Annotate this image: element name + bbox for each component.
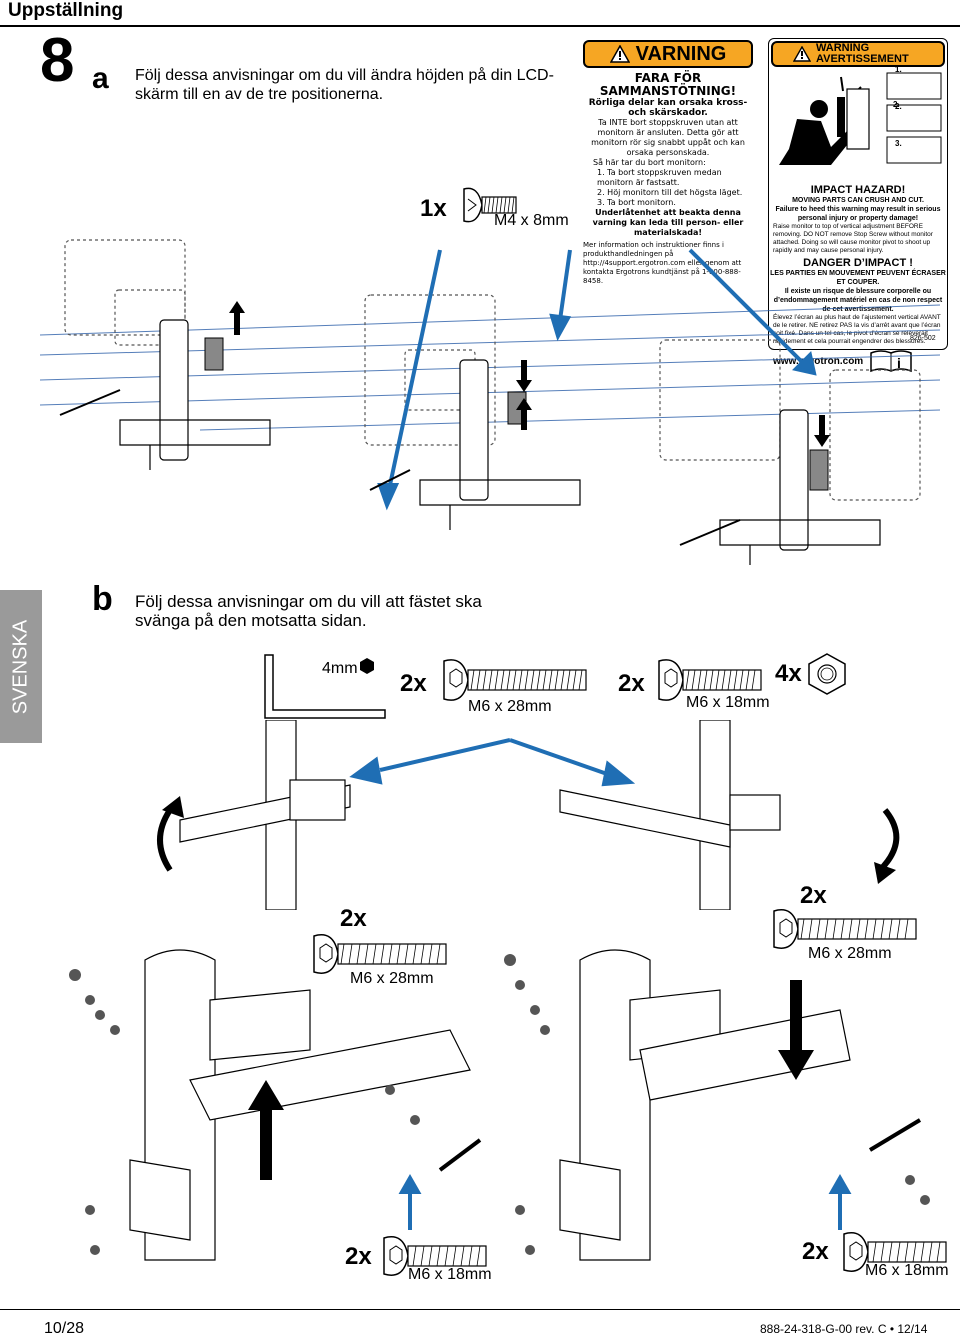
danger-sub: LES PARTIES EN MOUVEMENT PEUVENT ÉCRASER… (770, 270, 946, 286)
impact-title: IMPACT HAZARD! (810, 184, 906, 196)
left-bottom-qty: 2x (345, 1243, 372, 1270)
part-qty: 2x (400, 670, 427, 697)
warning-step: 3. Ta bort monitorn. (597, 198, 676, 207)
part-qty: 2x (618, 670, 645, 697)
warning-banner: VARNING (583, 40, 753, 68)
step-letter-a: a (92, 62, 109, 95)
m6x28-screw-left-icon (313, 934, 447, 974)
right-top-qty: 2x (800, 882, 827, 909)
label-code: 826-502 (910, 335, 936, 342)
impact-note: Failure to heed this warning may result … (775, 206, 941, 222)
step-number: 8 (40, 26, 75, 95)
m4-screw-icon (463, 187, 517, 223)
m6x18-screw-icon (658, 659, 762, 701)
warning-body: Ta INTE bort stoppskruven utan att monit… (591, 118, 745, 157)
step-letter-b: b (92, 580, 113, 618)
warning-label-fr: AVERTISSEMENT (816, 53, 909, 65)
screw-qty: 1x (420, 195, 447, 222)
label-step-3: 3. (895, 139, 902, 148)
warning-caution: Underlåtenhet att beakta denna varning k… (592, 208, 744, 237)
danger-text: Élevez l’écran au plus haut de l’ajustem… (773, 314, 941, 345)
warning-triangle-icon (609, 45, 630, 63)
part-label: M6 x 18mm (686, 694, 770, 711)
label-step-1: 1. (895, 65, 902, 74)
m6x28-screw-right-icon (773, 909, 917, 949)
warning-title: FARA FÖR SAMMANSTÖTNING! (599, 71, 737, 98)
warning-label-en: WARNING (816, 42, 870, 54)
swing-bracket-illustration (157, 720, 900, 910)
danger-note: Il existe un risque de blessure corporel… (773, 288, 943, 313)
left-top-qty: 2x (340, 905, 367, 932)
label-url: www.ergotron.com (773, 355, 864, 367)
warning-info: Mer information och instruktioner finns … (583, 241, 742, 285)
m6x18-screw-right-icon (843, 1232, 947, 1272)
impact-sub: MOVING PARTS CAN CRUSH AND CUT. (792, 197, 924, 204)
hex-key-size: 4mm (322, 660, 358, 677)
label-step-2: 2. (895, 102, 902, 111)
height-adjust-illustration (40, 239, 940, 565)
footer-rule (0, 1309, 960, 1310)
left-top-label: M6 x 28mm (350, 970, 434, 987)
svg-text:2.: 2. (893, 100, 900, 109)
hex-key-icon (264, 654, 386, 719)
warning-box-sv: VARNING FARA FÖR SAMMANSTÖTNING! Rörliga… (583, 40, 753, 285)
document-code: 888-24-318-G-00 rev. C • 12/14 (760, 1322, 928, 1336)
left-bottom-label: M6 x 18mm (408, 1266, 492, 1283)
screw-size-label: M4 x 8mm (494, 212, 569, 229)
part-qty: 4x (775, 660, 802, 687)
section-title: Uppställning (8, 0, 124, 21)
warning-triangle-icon (793, 46, 811, 62)
warning-step: 2. Höj monitorn till det högsta läget. (597, 188, 743, 197)
impact-hazard-pictogram: 2. (779, 72, 942, 165)
svg-text:i: i (897, 355, 901, 371)
m6x18-screw-left-icon (383, 1236, 487, 1276)
right-top-label: M6 x 28mm (808, 945, 892, 962)
m6x28-screw-icon (443, 659, 587, 701)
page-number: 10/28 (44, 1320, 85, 1337)
danger-title: DANGER D’IMPACT ! (803, 257, 913, 269)
right-bottom-qty: 2x (802, 1238, 829, 1265)
warning-heading: VARNING (635, 42, 727, 65)
warning-step: 1. Ta bort stoppskruven medan monitorn ä… (597, 168, 722, 187)
step-a-instruction: Följ dessa anvisningar om du vill ändra … (135, 67, 554, 103)
language-tab: SVENSKA (0, 590, 42, 743)
bracket-reassembly-illustration (69, 949, 930, 1261)
hex-nut-icon (808, 653, 846, 695)
impact-text: Raise monitor to top of vertical adjustm… (773, 223, 933, 254)
warning-subtitle: Rörliga delar kan orsaka kross- och skär… (588, 98, 748, 118)
right-bottom-label: M6 x 18mm (865, 1262, 949, 1279)
warning-steps-heading: Så här tar du bort monitorn: (593, 158, 706, 167)
step-b-instruction: Följ dessa anvisningar om du vill att fä… (135, 592, 482, 630)
header-rule (0, 25, 960, 27)
part-label: M6 x 28mm (468, 698, 552, 715)
